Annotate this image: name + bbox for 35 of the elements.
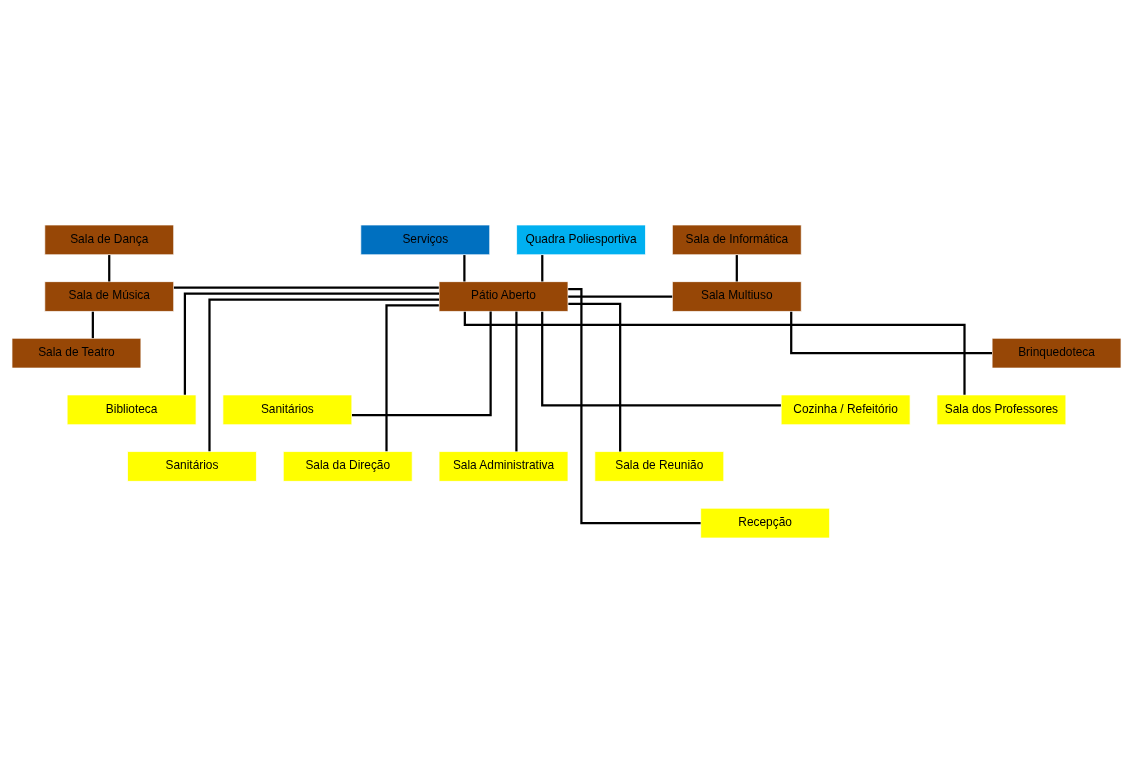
- connector: [568, 302, 622, 452]
- node-box: Sala de Dança: [44, 224, 175, 256]
- connector: [568, 287, 701, 525]
- node-box: Sala de Reunião: [594, 451, 725, 482]
- connector: [463, 255, 466, 282]
- connector: [568, 295, 673, 298]
- connector: [208, 298, 439, 452]
- node-box: Pátio Aberto: [438, 281, 569, 312]
- node-box: Sanitários: [127, 451, 257, 482]
- node-box: Brinquedoteca: [991, 337, 1122, 369]
- node-box: Recepção: [700, 507, 830, 539]
- node-box: Sala de Informática: [671, 224, 802, 256]
- node-box: Serviços: [360, 224, 491, 256]
- node-box: Sala dos Professores: [936, 394, 1067, 426]
- connector: [541, 255, 544, 282]
- connector: [351, 311, 492, 417]
- node-box: Sala de Teatro: [11, 337, 142, 369]
- connector: [183, 292, 440, 395]
- connector: [108, 255, 111, 282]
- node-box: Sala da Direção: [282, 451, 413, 482]
- connector: [515, 311, 518, 452]
- connector: [541, 311, 781, 407]
- connector: [385, 304, 439, 452]
- node-box: Sala Multiuso: [671, 281, 802, 312]
- connector: [735, 255, 738, 282]
- node-box: Sala de Música: [44, 281, 175, 312]
- node-box: Cozinha / Refeitório: [780, 394, 911, 426]
- connector: [91, 311, 94, 339]
- node-box: Biblioteca: [66, 394, 197, 426]
- node-box: Quadra Poliesportiva: [516, 224, 646, 256]
- connector: [790, 311, 992, 355]
- connector: [463, 311, 966, 395]
- node-box: Sanitários: [222, 394, 353, 426]
- node-box: Sala Administrativa: [438, 451, 569, 482]
- connector: [173, 286, 439, 289]
